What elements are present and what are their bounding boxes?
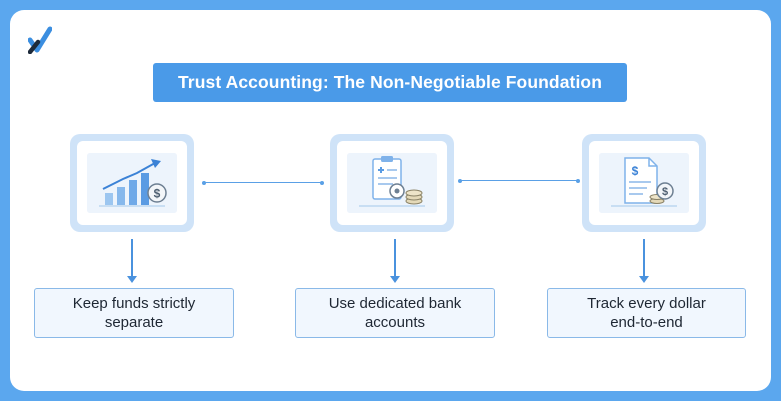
- down-arrow-3-head: [639, 276, 649, 283]
- step-2-label-line2: accounts: [364, 314, 426, 331]
- down-arrow-2: [394, 239, 396, 276]
- svg-text:$: $: [662, 186, 668, 198]
- svg-text:$: $: [632, 164, 639, 178]
- connector-1-end: [320, 181, 324, 185]
- step-3-illustration: $ $: [582, 134, 706, 232]
- step-3-label-line1: Track every dollar: [587, 295, 706, 312]
- svg-text:$: $: [154, 187, 161, 201]
- step-2-illustration: [330, 134, 454, 232]
- connector-2-end: [576, 179, 580, 183]
- down-arrow-3: [643, 239, 645, 276]
- step-2-label-box: Use dedicated bank accounts: [295, 288, 495, 338]
- clipboard-coins-icon: [347, 153, 437, 213]
- connector-2-start: [458, 179, 462, 183]
- connector-1: [205, 182, 321, 183]
- down-arrow-1: [131, 239, 133, 276]
- step-3-label-box: Track every dollar end-to-end: [547, 288, 746, 338]
- growth-chart-dollar-icon: $: [87, 153, 177, 213]
- logo-icon: [28, 26, 52, 54]
- connector-1-start: [202, 181, 206, 185]
- down-arrow-2-head: [390, 276, 400, 283]
- down-arrow-1-head: [127, 276, 137, 283]
- step-1-label-box: Keep funds strictly separate: [34, 288, 234, 338]
- step-1-illustration: $: [70, 134, 194, 232]
- connector-2: [461, 180, 577, 181]
- step-1-label-line1: Keep funds strictly: [72, 295, 196, 312]
- step-2-label-line1: Use dedicated bank: [328, 295, 462, 312]
- step-1-label-line2: separate: [104, 314, 164, 331]
- page-title: Trust Accounting: The Non-Negotiable Fou…: [153, 63, 627, 102]
- document-dollar-icon: $ $: [599, 153, 689, 213]
- step-3-label-line2: end-to-end: [610, 314, 683, 331]
- main-card: Trust Accounting: The Non-Negotiable Fou…: [10, 10, 771, 391]
